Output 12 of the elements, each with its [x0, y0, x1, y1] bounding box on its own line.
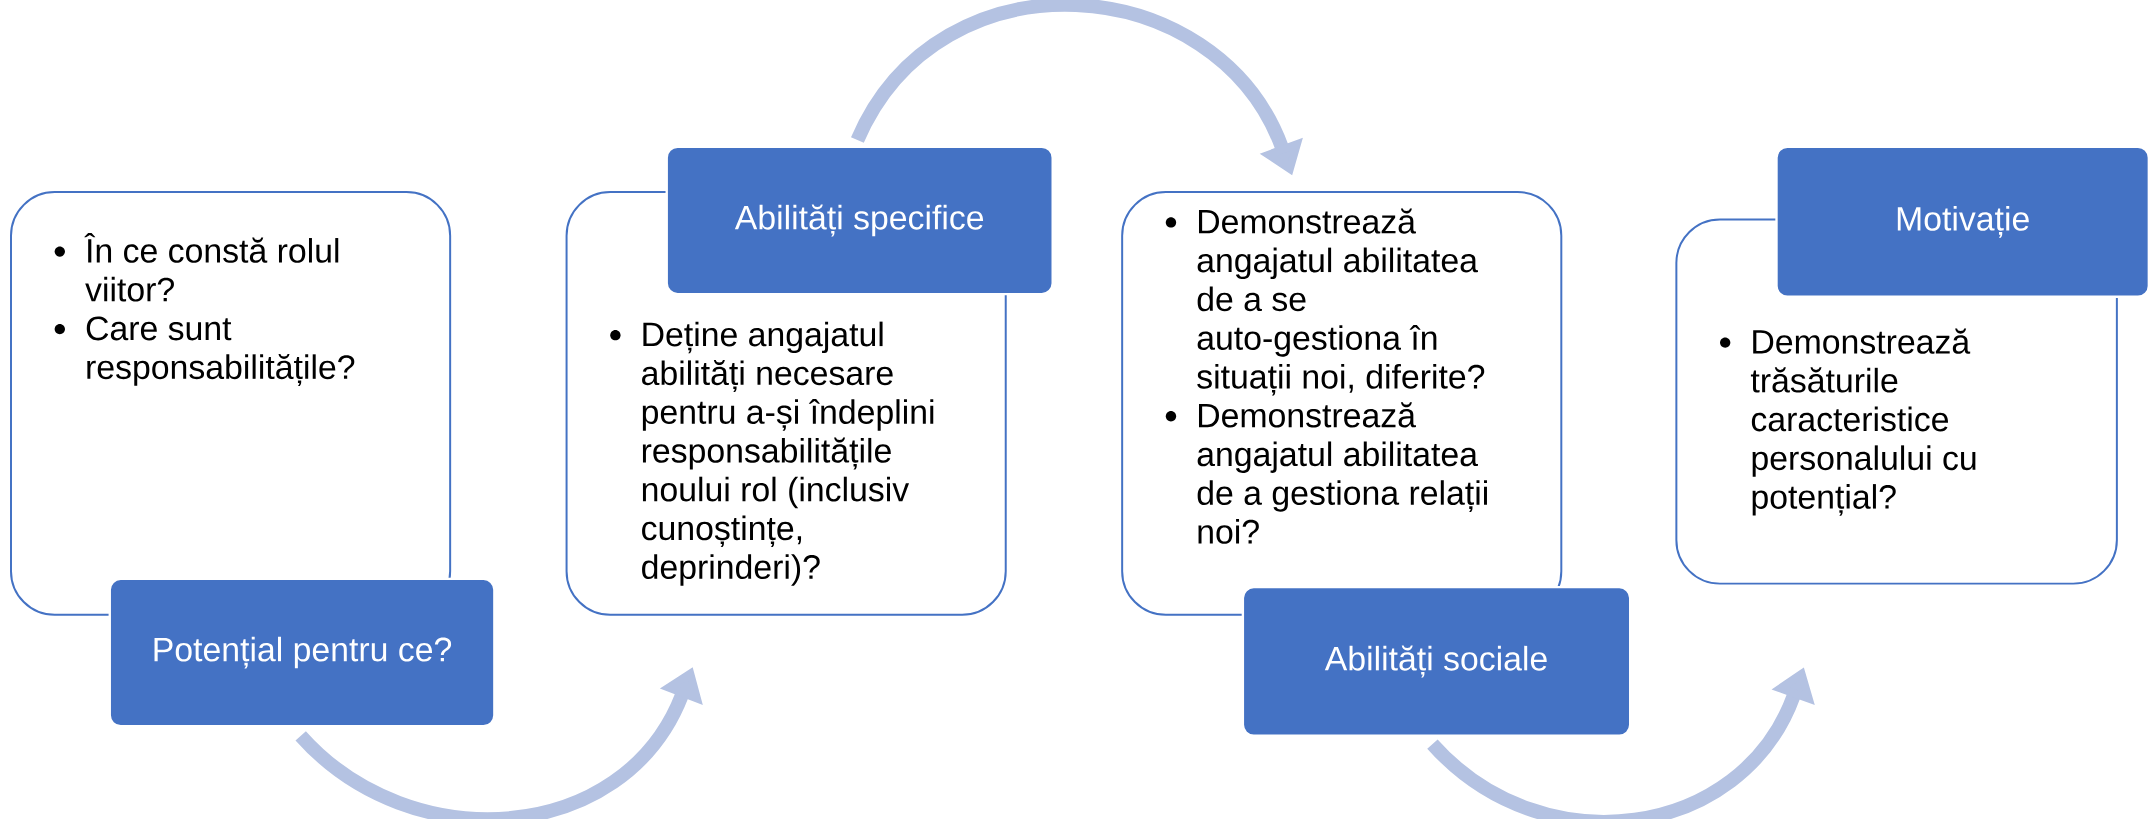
bullet-item: Care sunt responsabilitățile? — [54, 316, 355, 386]
title-tab: Potențial pentru ce? — [108, 577, 496, 728]
card-box — [10, 191, 452, 616]
bullet-item: În ce constă rolul viitor? — [54, 233, 339, 302]
bullet-item: Demonstrează angajatul abilitatea de a se auto-gestiona în situații noi, diferite? — [1165, 208, 1485, 396]
bullet-item: Deține angajatul abilități necesare pentru a-și îndeplini responsabilitățile noului rol (inclusiv cunoștințe, deprinderi)? — [610, 321, 934, 586]
title-tab: Motivație — [1775, 145, 2151, 298]
bullet-item: Demonstrează angajatul abilitatea de a gestiona relații noi? — [1165, 402, 1487, 544]
bullet-item: Demonstrează trăsăturile caracteristice personalului cu potențial? — [1720, 328, 1976, 516]
card-box — [1121, 191, 1563, 616]
title-tab: Abilități specifice — [665, 145, 1054, 296]
title-tab: Abilități sociale — [1241, 585, 1632, 737]
